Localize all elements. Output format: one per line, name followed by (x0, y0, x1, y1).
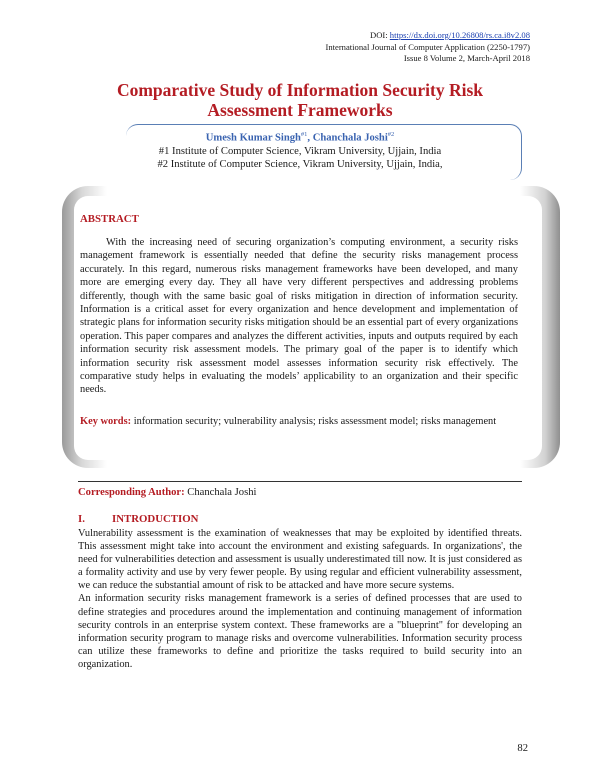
author-1-mark: #1 (300, 131, 308, 138)
paper-title: Comparative Study of Information Securit… (0, 80, 600, 120)
paragraph-1: Vulnerability assessment is the examinat… (78, 528, 522, 592)
paragraph-2: An information security risks management… (78, 593, 522, 670)
author-box-frame (126, 124, 522, 180)
author-2: Chanchala Joshi (312, 132, 388, 144)
title-line-2: Assessment Frameworks (207, 100, 393, 120)
affiliation-1: #1 Institute of Computer Science, Vikram… (158, 145, 442, 157)
author-2-mark: #2 (387, 131, 395, 138)
author-names: Umesh Kumar Singh#1, Chanchala Joshi#2 (0, 128, 600, 145)
keywords-label: Key words: (80, 416, 132, 427)
corresponding-label: Corresponding Author: (78, 487, 185, 498)
journal-name: International Journal of Computer Applic… (325, 41, 530, 52)
abstract-panel (74, 196, 542, 460)
author-block: Umesh Kumar Singh#1, Chanchala Joshi#2 #… (0, 128, 600, 171)
author-1: Umesh Kumar Singh (205, 132, 301, 144)
page-header: DOI: https://dx.doi.org/10.26808/rs.ca.i… (325, 30, 530, 65)
section-number: I. (78, 513, 85, 525)
corresponding-author: Corresponding Author: Chanchala Joshi (78, 487, 256, 498)
section-title: INTRODUCTION (112, 513, 199, 525)
section-body: Vulnerability assessment is the examinat… (78, 527, 522, 671)
doi-prefix: DOI: (369, 30, 390, 40)
abstract-body: With the increasing need of securing org… (80, 236, 518, 397)
keywords-text: information security; vulnerability anal… (131, 416, 497, 427)
abstract-heading: ABSTRACT (80, 213, 139, 225)
doi-link[interactable]: https://dx.doi.org/10.26808/rs.ca.i8v2.0… (389, 30, 530, 40)
section-heading: I. INTRODUCTION (78, 513, 198, 525)
page-number: 82 (517, 743, 528, 754)
doi-line: DOI: https://dx.doi.org/10.26808/rs.ca.i… (325, 30, 530, 42)
corresponding-name: Chanchala Joshi (184, 487, 257, 498)
abstract-text: With the increasing need of securing org… (80, 237, 518, 396)
title-line-1: Comparative Study of Information Securit… (116, 80, 484, 100)
issue-info: Issue 8 Volume 2, March-April 2018 (403, 53, 530, 63)
affiliation-2: #2 Institute of Computer Science, Vikram… (157, 158, 443, 170)
divider (78, 481, 522, 483)
keywords: Key words: information security; vulnera… (80, 415, 518, 428)
author-separator: , (307, 132, 313, 144)
